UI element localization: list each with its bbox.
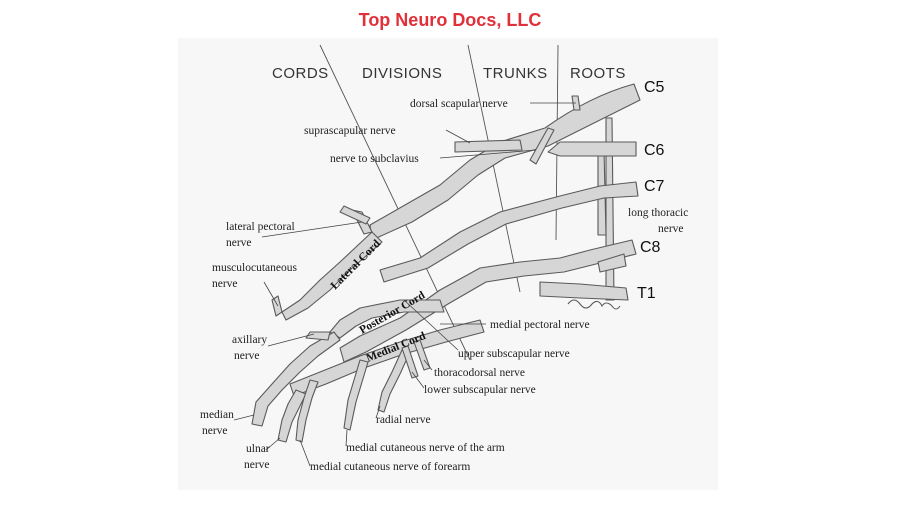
root-label-c8: C8 bbox=[640, 239, 661, 256]
header-roots: ROOTS bbox=[570, 65, 626, 82]
root-label-c6: C6 bbox=[644, 142, 665, 159]
artist-signature bbox=[567, 299, 621, 310]
leader-radial bbox=[375, 405, 381, 419]
leader-lower-subscapular bbox=[411, 371, 425, 389]
root-label-c7: C7 bbox=[644, 178, 665, 195]
label-axillary-1: axillary bbox=[232, 334, 267, 346]
root-label-t1: T1 bbox=[637, 285, 656, 302]
label-thoracodorsal-nerve: thoracodorsal nerve bbox=[434, 367, 525, 379]
label-medial-pectoral-nerve: medial pectoral nerve bbox=[490, 319, 590, 331]
brand-title: Top Neuro Docs, LLC bbox=[358, 10, 542, 30]
label-median-1: median bbox=[200, 409, 234, 421]
label-upper-subscapular-nerve: upper subscapular nerve bbox=[458, 348, 570, 360]
label-nerve-to-subclavius: nerve to subclavius bbox=[330, 153, 419, 165]
t1-root-shape bbox=[539, 281, 629, 301]
header-cords: CORDS bbox=[272, 65, 329, 82]
label-ulnar-2: nerve bbox=[244, 459, 270, 471]
label-lateral-pectoral-1: lateral pectoral bbox=[226, 221, 295, 233]
leader-med-cut-forearm bbox=[299, 439, 311, 467]
median-nerve-shape bbox=[251, 331, 341, 427]
subclavius-nerve-shape bbox=[529, 127, 555, 165]
c6-root-shape bbox=[547, 141, 637, 157]
medial-cutaneous-forearm-shape bbox=[295, 379, 319, 443]
leader-subclavius bbox=[439, 149, 537, 159]
leader-median bbox=[233, 414, 255, 421]
leader-upper-subscapular bbox=[403, 299, 459, 351]
label-ulnar-1: ulnar bbox=[246, 443, 270, 455]
axillary-nerve-shape bbox=[305, 331, 331, 341]
leader-thoracodorsal bbox=[423, 359, 433, 371]
label-long-thoracic-1: long thoracic bbox=[628, 207, 688, 219]
leader-lateral-pectoral bbox=[261, 221, 363, 238]
header-trunks: TRUNKS bbox=[483, 65, 548, 82]
leader-musculocutaneous bbox=[263, 281, 279, 307]
lower-subscapular-nerve-shape bbox=[401, 345, 419, 379]
label-suprascapular-nerve: suprascapular nerve bbox=[304, 125, 396, 137]
label-musculocutaneous-1: musculocutaneous bbox=[212, 262, 297, 274]
medial-cutaneous-arm-shape bbox=[343, 359, 369, 431]
label-medial-cutaneous-arm: medial cutaneous nerve of the arm bbox=[346, 442, 505, 454]
leader-ulnar bbox=[265, 437, 281, 451]
label-dorsal-scapular-nerve: dorsal scapular nerve bbox=[410, 98, 508, 110]
middle-trunk-shape bbox=[379, 181, 639, 283]
header-divisions: DIVISIONS bbox=[362, 65, 442, 82]
leader-med-cut-arm bbox=[345, 429, 348, 447]
root-label-c5: C5 bbox=[644, 79, 665, 96]
musculocutaneous-nerve-shape bbox=[271, 295, 283, 317]
label-long-thoracic-2: nerve bbox=[658, 223, 684, 235]
label-musculocutaneous-2: nerve bbox=[212, 278, 238, 290]
leader-axillary bbox=[267, 333, 315, 347]
label-radial-nerve: radial nerve bbox=[376, 414, 431, 426]
lateral-pectoral-branch-shape bbox=[339, 205, 371, 225]
label-lateral-pectoral-2: nerve bbox=[226, 237, 252, 249]
c8-root-shape bbox=[597, 253, 627, 273]
lateral-cord-shape bbox=[281, 231, 383, 321]
leader-suprascapular bbox=[445, 129, 471, 144]
suprascapular-nerve-shape bbox=[454, 139, 523, 153]
divider-cords-divisions bbox=[319, 44, 471, 361]
label-median-2: nerve bbox=[202, 425, 228, 437]
label-lower-subscapular-nerve: lower subscapular nerve bbox=[424, 384, 536, 396]
divider-divisions-trunks bbox=[467, 44, 521, 293]
illustration-background bbox=[178, 38, 718, 490]
label-medial-cutaneous-forearm: medial cutaneous nerve of forearm bbox=[310, 461, 470, 473]
label-axillary-2: nerve bbox=[234, 350, 260, 362]
